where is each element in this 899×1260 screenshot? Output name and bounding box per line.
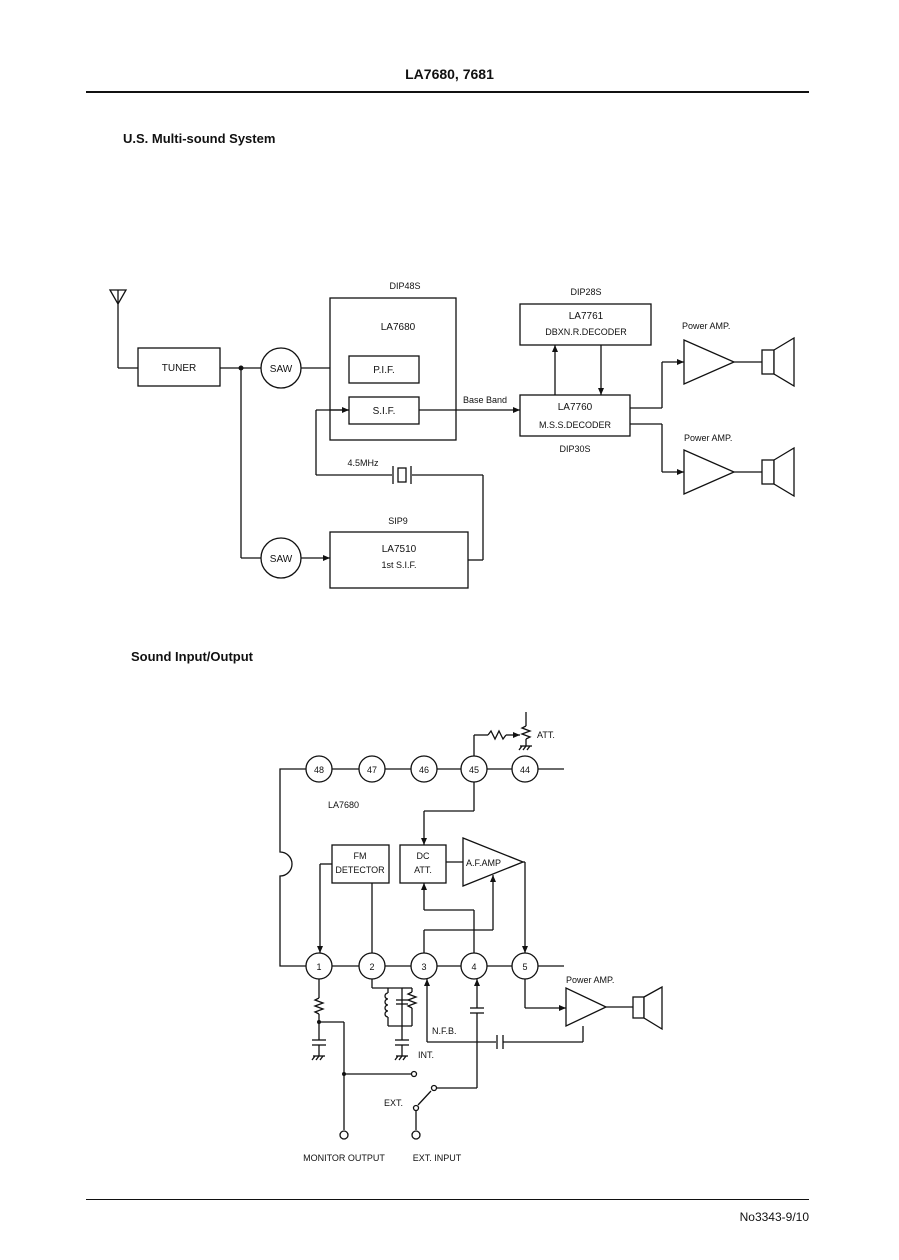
pif-label: P.I.F.	[373, 365, 395, 376]
pin-4-label: 4	[471, 962, 476, 972]
sound-io-diagram: ATT. 48 47 46 45 44 LA7680 FM DETECTOR	[279, 712, 663, 1163]
pin-48	[305, 755, 333, 783]
pin-45-label: 45	[469, 765, 479, 775]
saw-label-top: SAW	[270, 364, 293, 375]
switch-contact-int	[410, 1070, 418, 1078]
section-title-sound-io: Sound Input/Output	[131, 649, 254, 664]
input-selector-switch[interactable]	[412, 1090, 432, 1112]
pin-47	[358, 755, 386, 783]
pin-44-label: 44	[520, 765, 530, 775]
ground-icon-pin2	[394, 1055, 408, 1061]
pin-2-label: 2	[369, 962, 374, 972]
multi-sound-diagram: TUNER SAW DIP48S LA7680 P.I.F. S.I.F. Ba…	[108, 281, 795, 589]
power-amp-label: Power AMP.	[566, 975, 614, 985]
coil-icon	[384, 988, 389, 1026]
pin-5-label: 5	[522, 962, 527, 972]
page-title: LA7680, 7681	[405, 66, 494, 82]
power-amp-label-1: Power AMP.	[682, 321, 730, 331]
dip48s-label: DIP48S	[389, 281, 420, 291]
la7761-box	[519, 303, 652, 346]
mhz-label: 4.5MHz	[347, 458, 379, 468]
la7680-label: LA7680	[381, 322, 416, 333]
ext-label: EXT.	[384, 1098, 403, 1108]
pin-3-label: 3	[421, 962, 426, 972]
pin-46	[410, 755, 438, 783]
ic-label: LA7680	[328, 800, 359, 810]
antenna-icon	[108, 289, 138, 369]
fm-label-1: FM	[354, 851, 367, 861]
page-number: No3343-9/10	[739, 1210, 809, 1224]
dip30s-label: DIP30S	[559, 444, 590, 454]
la7510-box	[329, 531, 469, 589]
pin-48-label: 48	[314, 765, 324, 775]
saw-label-bottom: SAW	[270, 554, 293, 565]
ext-input-label: EXT. INPUT	[413, 1153, 462, 1163]
int-label: INT.	[418, 1050, 434, 1060]
dbxnr-label: DBXN.R.DECODER	[545, 327, 627, 337]
af-amp-label: A.F.AMP	[466, 858, 501, 868]
dip28s-label: DIP28S	[570, 287, 601, 297]
footer-rule	[86, 1199, 809, 1200]
switch-contact-ext	[430, 1084, 438, 1092]
power-amp-label-2: Power AMP.	[684, 433, 732, 443]
ic-outline	[279, 768, 306, 967]
sif-label: S.I.F.	[373, 406, 396, 417]
power-amp-triangle-2	[683, 449, 736, 495]
pin-46-label: 46	[419, 765, 429, 775]
speaker-icon-3	[632, 985, 663, 1031]
tuner-label: TUNER	[162, 363, 196, 374]
dc-label-1: DC	[417, 851, 430, 861]
mss-label: M.S.S.DECODER	[539, 420, 612, 430]
att-potentiometer-icon	[518, 712, 532, 751]
pif-box	[348, 355, 420, 384]
ext-input-terminal[interactable]	[411, 1130, 421, 1140]
la7760-box	[519, 394, 631, 437]
ceramic-filter-icon	[392, 466, 412, 484]
monitor-output-terminal[interactable]	[339, 1130, 349, 1140]
speaker-icon-2	[761, 446, 795, 498]
fm-detector-box	[331, 844, 390, 884]
tuner-box	[137, 347, 221, 387]
pin-47-label: 47	[367, 765, 377, 775]
fm-label-2: DETECTOR	[335, 865, 385, 875]
base-band-label: Base Band	[463, 395, 507, 405]
resistor-pin2	[406, 991, 418, 1009]
pin-44	[511, 755, 539, 783]
pin-1-label: 1	[316, 962, 321, 972]
nfb-label: N.F.B.	[432, 1026, 457, 1036]
dc-label-2: ATT.	[414, 865, 432, 875]
header-rule	[86, 91, 809, 93]
la7510-label: LA7510	[382, 544, 417, 555]
power-amp-triangle	[565, 986, 608, 1028]
monitor-output-label: MONITOR OUTPUT	[303, 1153, 385, 1163]
la7760-label: LA7760	[558, 402, 593, 413]
att-label: ATT.	[537, 730, 555, 740]
power-amp-triangle-1	[683, 339, 736, 385]
ground-icon-pin1	[311, 1055, 325, 1061]
sip9-label: SIP9	[388, 516, 408, 526]
la7761-label: LA7761	[569, 311, 604, 322]
first-sif-label: 1st S.I.F.	[381, 560, 416, 570]
section-title-multi-sound: U.S. Multi-sound System	[123, 131, 276, 146]
resistor-pin1	[313, 997, 325, 1015]
speaker-icon-1	[761, 336, 795, 388]
